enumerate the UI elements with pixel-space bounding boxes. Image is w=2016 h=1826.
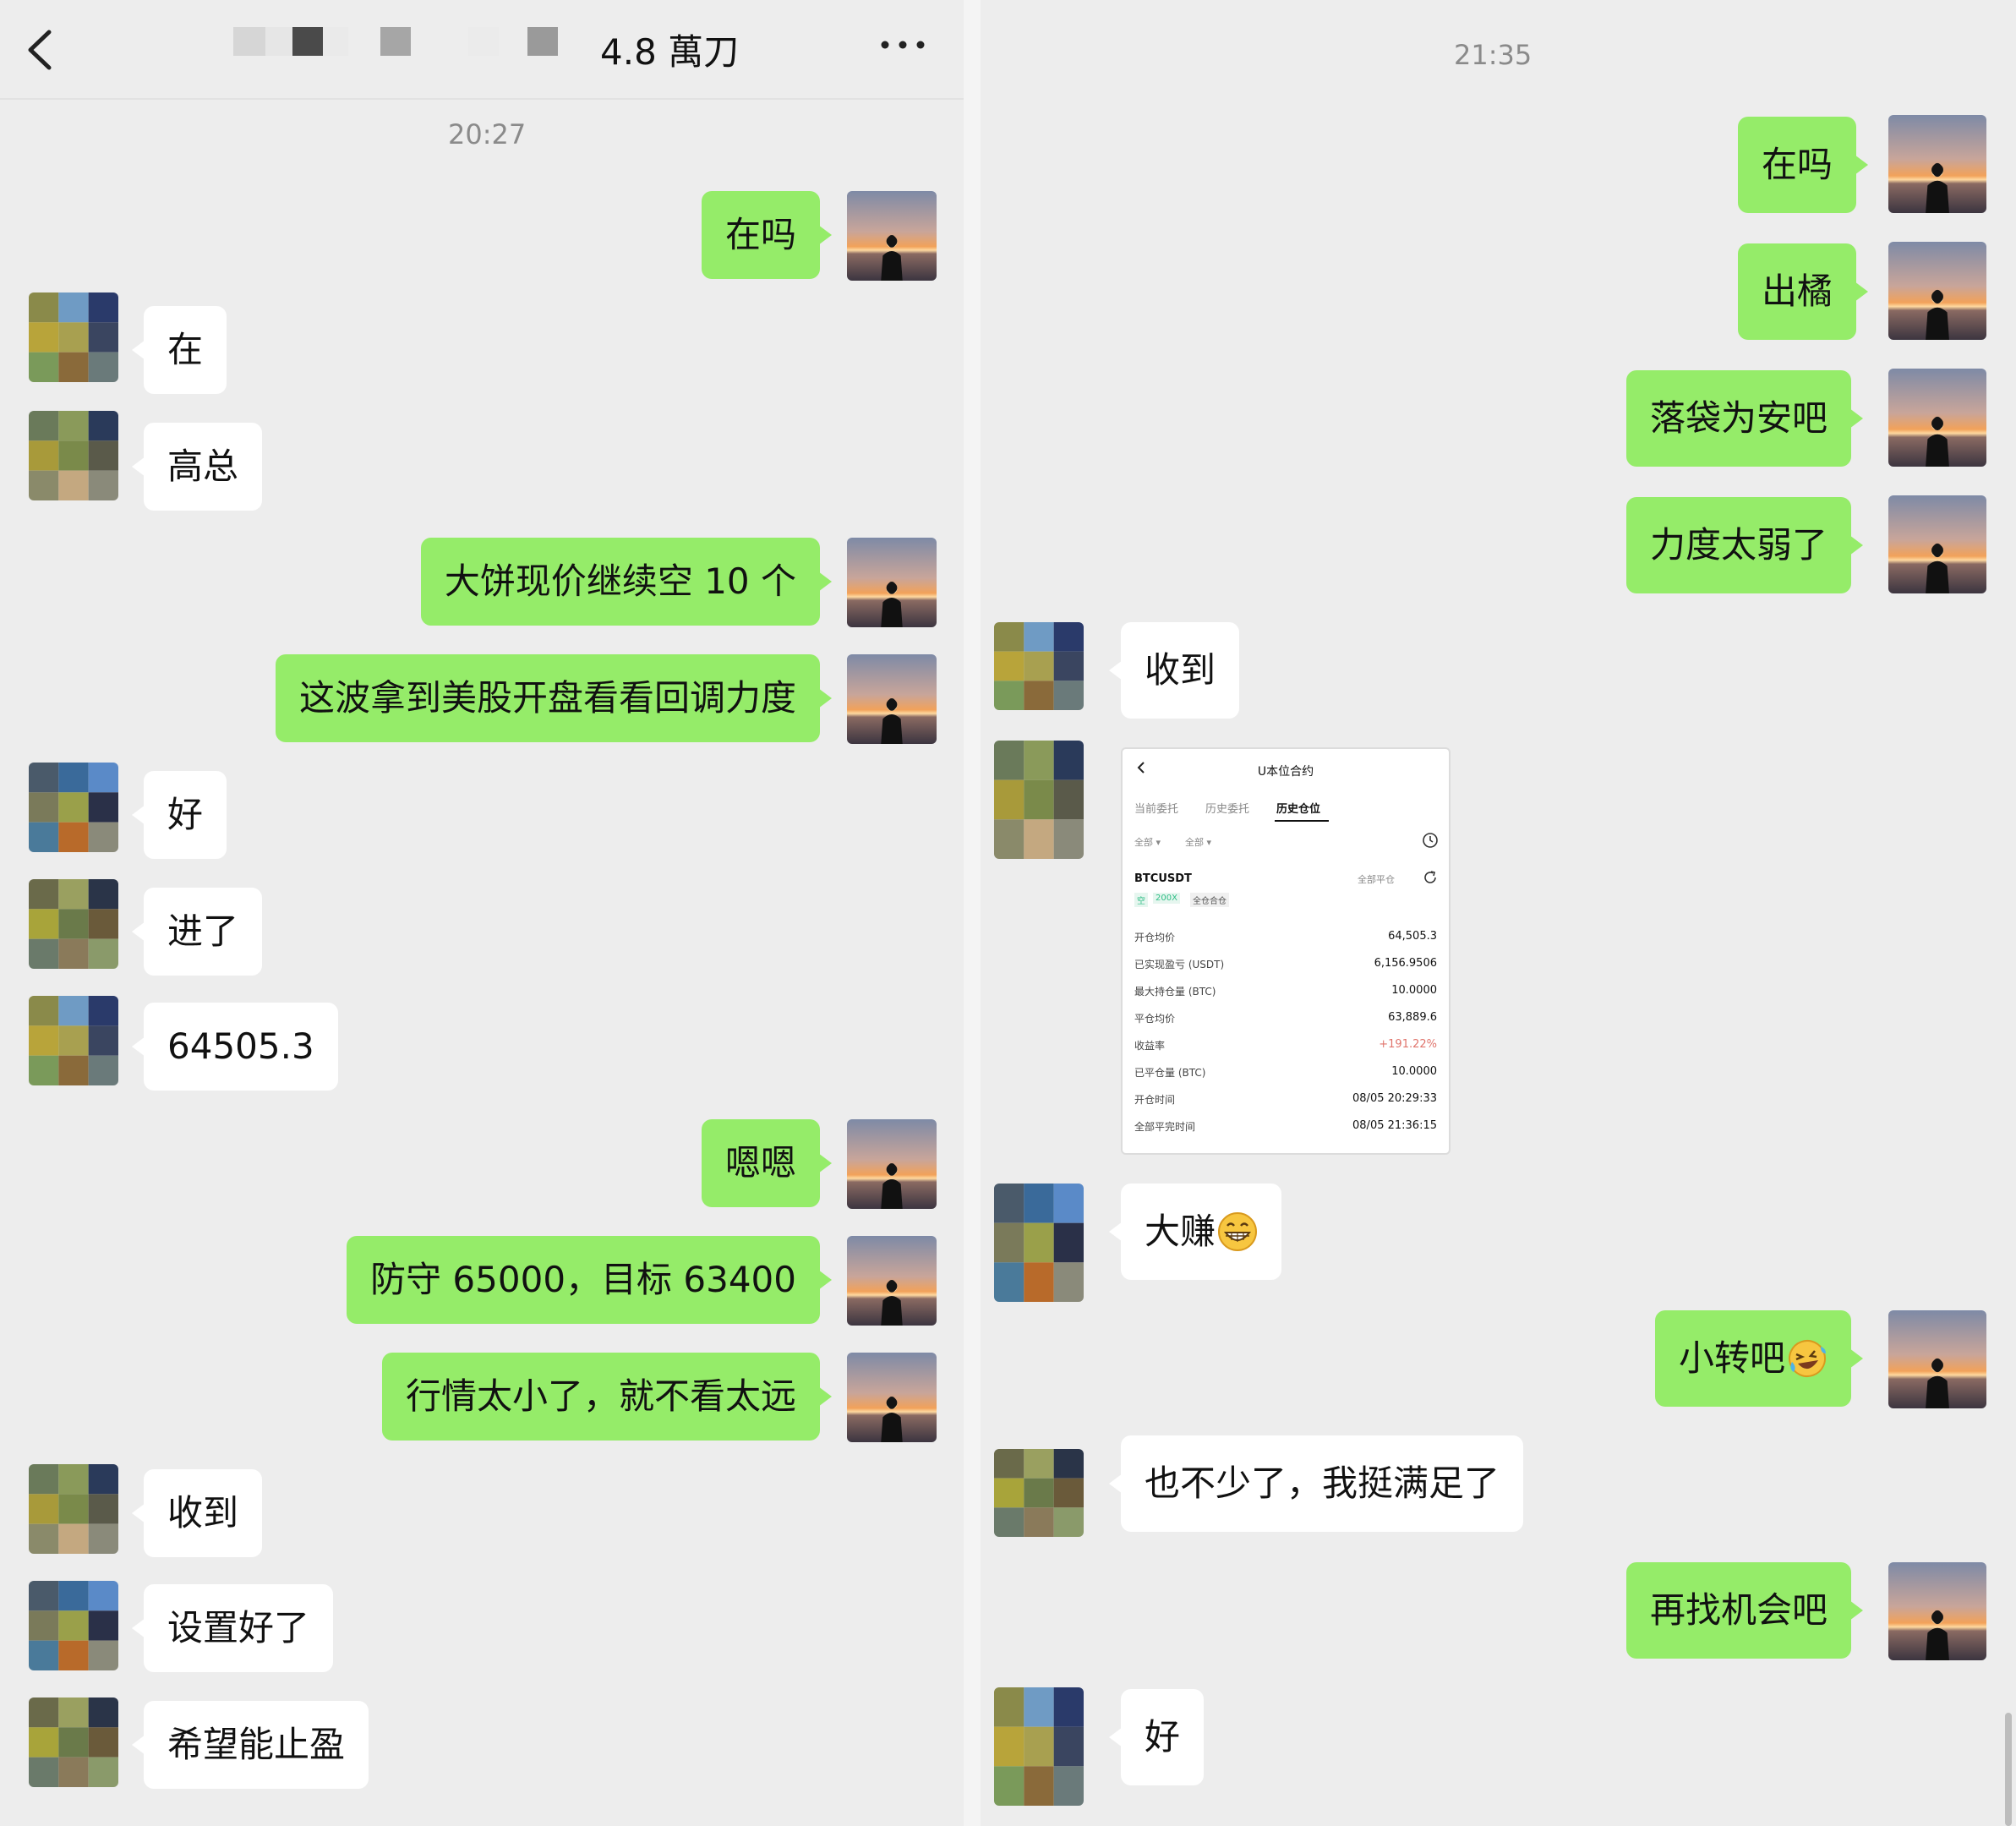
message-bubble-incoming[interactable]: 大赚: [1108, 1184, 1282, 1280]
contact-avatar[interactable]: [29, 996, 118, 1085]
panel-divider: [964, 0, 981, 1826]
my-avatar[interactable]: [1888, 115, 1986, 213]
contact-avatar[interactable]: [29, 1581, 118, 1670]
contact-avatar[interactable]: [29, 1698, 118, 1787]
position-side-tag: 空: [1134, 893, 1148, 907]
active-tab-underline: [1275, 820, 1329, 822]
share-icon: [1424, 871, 1436, 883]
back-arrow-icon[interactable]: [22, 29, 59, 71]
back-arrow-icon: [1137, 762, 1145, 774]
contact-avatar[interactable]: [994, 1687, 1084, 1806]
message-bubble-outgoing[interactable]: 防守 65000，目标 63400: [347, 1236, 832, 1324]
chat-title: 4.8 萬刀: [600, 31, 740, 73]
my-avatar[interactable]: [1888, 1310, 1986, 1408]
contact-avatar[interactable]: [994, 1184, 1084, 1302]
message-bubble-incoming[interactable]: 收到: [1108, 622, 1240, 719]
message-bubble-outgoing[interactable]: 小转吧: [1655, 1310, 1864, 1407]
message-bubble-incoming[interactable]: 好: [131, 771, 227, 859]
contact-avatar[interactable]: [994, 1449, 1084, 1537]
message-bubble-outgoing[interactable]: 力度太弱了: [1626, 497, 1864, 593]
censor-mosaic: [265, 27, 292, 56]
censor-mosaic: [527, 27, 558, 56]
scrollbar[interactable]: [2005, 1713, 2012, 1826]
message-bubble-outgoing[interactable]: 大饼现价继续空 10 个: [420, 538, 833, 626]
chat-header: 4.8 萬刀: [0, 0, 964, 100]
close-all-label: 全部平仓: [1358, 874, 1395, 885]
message-bubble-outgoing[interactable]: 出橘: [1738, 243, 1869, 340]
censor-mosaic: [380, 27, 411, 56]
contact-avatar[interactable]: [29, 1464, 118, 1554]
my-avatar[interactable]: [847, 191, 937, 281]
message-bubble-outgoing[interactable]: 再找机会吧: [1626, 1562, 1864, 1659]
message-text: 大赚: [1145, 1211, 1216, 1252]
message-bubble-incoming[interactable]: 高总: [131, 423, 263, 511]
contact-avatar[interactable]: [994, 741, 1084, 859]
my-avatar[interactable]: [1888, 1562, 1986, 1660]
message-bubble-incoming[interactable]: 64505.3: [132, 1003, 338, 1091]
laugh-cry-emoji-icon: [1789, 1340, 1827, 1377]
left-chat-panel: 4.8 萬刀 20:27 在吗 在 高总 大饼现价继续空 10 个 这波拿到美股…: [0, 0, 964, 1826]
censor-mosaic: [292, 27, 323, 56]
my-avatar[interactable]: [847, 1119, 937, 1209]
timestamp: 21:35: [1454, 39, 1532, 71]
filter-dropdown: 全部 ▾: [1134, 837, 1161, 848]
contract-symbol: BTCUSDT: [1134, 872, 1192, 885]
contact-avatar[interactable]: [29, 292, 118, 382]
message-bubble-incoming[interactable]: 设置好了: [131, 1584, 334, 1672]
message-bubble-outgoing[interactable]: 在吗: [701, 191, 833, 279]
censor-mosaic: [233, 27, 265, 56]
tab-order-history: 历史委托: [1205, 803, 1250, 816]
timestamp: 20:27: [448, 118, 527, 150]
my-avatar[interactable]: [847, 538, 937, 627]
more-options-icon[interactable]: [879, 39, 926, 51]
tab-position-history: 历史仓位: [1276, 803, 1321, 816]
leverage-tag: 200X: [1153, 893, 1180, 904]
margin-mode-tag: 全仓合仓: [1190, 893, 1229, 907]
message-bubble-outgoing[interactable]: 落袋为安吧: [1626, 370, 1864, 467]
my-avatar[interactable]: [847, 654, 937, 744]
contact-avatar[interactable]: [994, 622, 1084, 710]
message-bubble-outgoing[interactable]: 这波拿到美股开盘看看回调力度: [275, 654, 833, 742]
message-bubble-outgoing[interactable]: 行情太小了，就不看太远: [381, 1353, 833, 1441]
grin-emoji-icon: [1218, 1212, 1258, 1251]
my-avatar[interactable]: [1888, 242, 1986, 340]
filter-dropdown: 全部 ▾: [1185, 837, 1212, 848]
contact-avatar[interactable]: [29, 411, 118, 500]
message-bubble-incoming[interactable]: 也不少了，我挺满足了: [1108, 1435, 1524, 1532]
clock-icon: [1423, 833, 1438, 848]
message-text: 小转吧: [1679, 1337, 1786, 1379]
my-avatar[interactable]: [1888, 369, 1986, 467]
my-avatar[interactable]: [1888, 495, 1986, 593]
my-avatar[interactable]: [847, 1236, 937, 1326]
contact-avatar[interactable]: [29, 879, 118, 969]
message-bubble-outgoing[interactable]: 嗯嗯: [701, 1119, 833, 1207]
tab-current-orders: 当前委托: [1134, 803, 1179, 816]
censor-mosaic: [323, 27, 348, 56]
message-bubble-incoming[interactable]: 进了: [131, 888, 263, 976]
contact-avatar[interactable]: [29, 763, 118, 852]
message-bubble-incoming[interactable]: 好: [1108, 1689, 1205, 1785]
censor-mosaic: [468, 27, 499, 56]
screenshot-title: U本位合约: [1257, 765, 1314, 779]
my-avatar[interactable]: [847, 1353, 937, 1442]
message-bubble-incoming[interactable]: 在: [131, 306, 227, 394]
trade-screenshot-image[interactable]: U本位合约 当前委托 历史委托 历史仓位 全部 ▾ 全部 ▾ BTCUSDT 全…: [1121, 747, 1451, 1155]
message-bubble-incoming[interactable]: 希望能止盈: [131, 1701, 369, 1789]
message-bubble-incoming[interactable]: 收到: [131, 1469, 263, 1557]
message-bubble-outgoing[interactable]: 在吗: [1738, 117, 1869, 213]
